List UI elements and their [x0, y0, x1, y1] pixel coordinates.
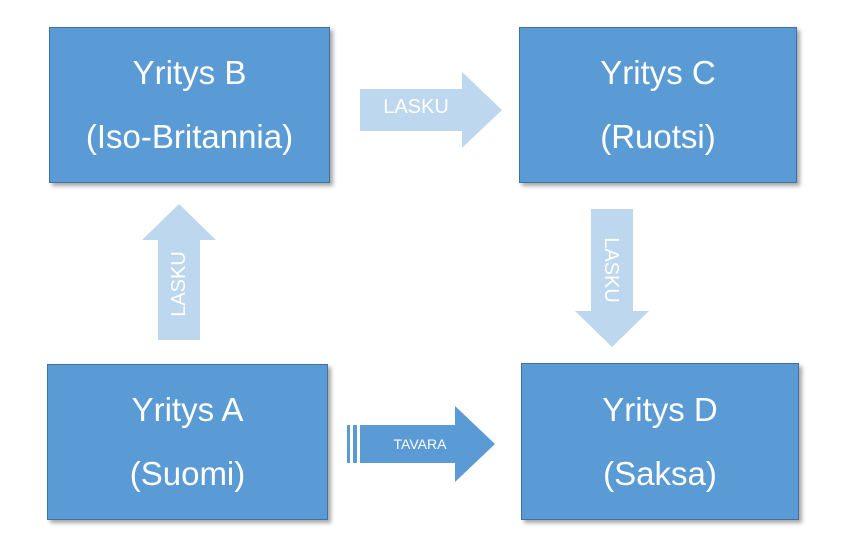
- company-d-name: Yritys D: [602, 390, 718, 428]
- company-b-name: Yritys B: [132, 54, 247, 91]
- company-c-box: Yritys C (Ruotsi): [519, 27, 797, 183]
- company-a-box: Yritys A (Suomi): [47, 364, 328, 520]
- company-d-box: Yritys D (Saksa): [521, 363, 799, 520]
- company-d-country: (Saksa): [603, 454, 717, 492]
- invoice-label-b-to-c: LASKU: [383, 96, 449, 118]
- invoice-label-a-to-b: LASKU: [168, 251, 190, 317]
- invoice-label-c-to-d: LASKU: [600, 237, 622, 303]
- company-b-box: Yritys B (Iso-Britannia): [49, 27, 330, 183]
- company-c-name: Yritys C: [600, 54, 716, 91]
- company-a-name: Yritys A: [131, 391, 244, 428]
- company-c-country: (Ruotsi): [600, 118, 716, 155]
- invoice-arrow-c-to-d: [575, 209, 649, 347]
- goods-arrow-a-to-d: [347, 406, 495, 482]
- invoice-arrow-b-to-c: [360, 72, 502, 148]
- invoice-arrow-a-to-b: [142, 204, 216, 340]
- company-b-country: (Iso-Britannia): [85, 118, 294, 155]
- goods-label-a-to-d: TAVARA: [393, 436, 447, 452]
- company-a-country: (Suomi): [129, 455, 246, 492]
